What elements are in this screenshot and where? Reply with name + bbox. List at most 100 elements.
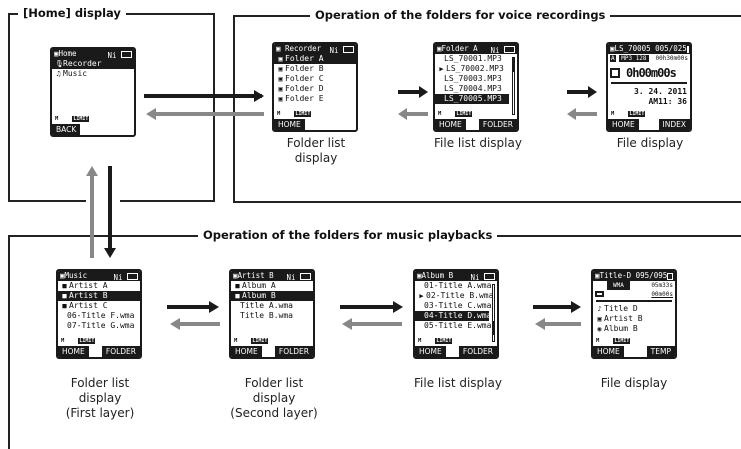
list-item[interactable]: ■Album B	[231, 291, 313, 301]
arrow-shaft	[340, 305, 395, 309]
list-item[interactable]: 06-Title F.wma	[67, 311, 135, 320]
voice-frame-left	[233, 15, 235, 203]
screen-title: LS_70005	[614, 44, 651, 53]
arrow-shaft	[90, 176, 94, 258]
list-item[interactable]: 05-Title E.wma	[424, 321, 492, 330]
track-album: ◉Album B	[597, 324, 638, 333]
list-item[interactable]: Title B.wma	[240, 311, 293, 320]
list-item[interactable]: LS_70001.MP3	[444, 54, 502, 63]
softkey-left[interactable]: HOME	[231, 346, 262, 357]
arrow-shaft	[144, 94, 262, 98]
arrow-shaft	[545, 322, 581, 326]
artist-icon: ▣	[597, 315, 602, 323]
list-item[interactable]: 01-Title A.wma	[424, 281, 492, 290]
home-frame-right	[213, 13, 215, 202]
scrollbar[interactable]	[512, 57, 515, 115]
caption-file-list: File list display	[434, 136, 522, 150]
recording-clock: AM11: 36	[648, 97, 687, 106]
list-item[interactable]: 03-Title C.wma	[424, 301, 492, 310]
list-item[interactable]: ▣Folder C	[278, 74, 324, 83]
list-item[interactable]: 04-Title D.wma	[415, 311, 489, 321]
screen-title: Music	[64, 271, 88, 280]
softkey-left[interactable]: BACK	[52, 124, 81, 135]
arrow-shaft	[108, 166, 112, 248]
list-item[interactable]: ▣Folder B	[278, 64, 324, 73]
softkey-right[interactable]: FOLDER	[101, 346, 140, 357]
folder-icon: ■	[62, 302, 67, 310]
arrow-left-icon	[146, 108, 156, 120]
battery-icon	[300, 273, 311, 280]
list-item[interactable]: ▶02-Title B.wma	[419, 291, 494, 300]
music-note-icon: ♫	[56, 70, 61, 78]
softkey-right[interactable]: TEMP	[646, 346, 675, 357]
mic-icon: 🎙	[55, 60, 64, 68]
progress-bar	[596, 300, 672, 302]
list-item[interactable]: 07-Title G.wma	[67, 321, 135, 330]
softkey-left[interactable]: HOME	[435, 119, 466, 130]
music-frame-left	[8, 235, 10, 449]
file-icon: ▣	[595, 271, 600, 280]
progress-bar	[611, 82, 687, 84]
recording-file-screen: ▣LS_70005 005/025 A MP3 128 00h30m00s 0h…	[606, 42, 692, 132]
home-section-label: [Home] display	[18, 6, 126, 20]
softkey-right[interactable]: FOLDER	[274, 346, 313, 357]
softkey-left[interactable]: HOME	[58, 346, 89, 357]
screen-title: Folder A	[441, 44, 478, 53]
list-item[interactable]: 🎙Recorder	[52, 59, 134, 69]
folder-icon: ▣	[233, 271, 238, 280]
list-item[interactable]: ■Artist A	[62, 281, 108, 290]
arrow-shaft	[180, 322, 220, 326]
music-note-icon: ♪	[597, 305, 602, 313]
list-item[interactable]: ■Album A	[235, 281, 276, 290]
file-icon: ▣	[610, 44, 615, 53]
file-length: 00h30m00s	[655, 55, 688, 62]
battery-icon	[484, 273, 495, 280]
arrow-shaft	[352, 322, 402, 326]
battery-icon	[127, 273, 138, 280]
battery-icon	[121, 51, 132, 58]
list-item[interactable]: ■Artist C	[62, 301, 108, 310]
softkey-right[interactable]: FOLDER	[458, 346, 497, 357]
arrow-right-icon	[209, 301, 219, 313]
list-item[interactable]: ▶LS_70002.MP3	[439, 64, 504, 73]
folder-icon: ▣	[278, 75, 283, 83]
list-item[interactable]: LS_70004.MP3	[444, 84, 502, 93]
list-item[interactable]: LS_70005.MP3	[435, 94, 509, 104]
softkey-right[interactable]: INDEX	[658, 119, 690, 130]
arrow-up-icon	[86, 166, 98, 176]
recorder-icon: ▣	[276, 44, 281, 53]
list-item[interactable]: LS_70003.MP3	[444, 74, 502, 83]
arrow-left-icon	[398, 108, 428, 120]
softkey-left[interactable]: HOME	[274, 119, 305, 130]
softkey-left[interactable]: HOME	[593, 346, 624, 357]
file-length: 05m33s	[651, 282, 673, 289]
track-artist: ▣Artist B	[597, 314, 643, 323]
list-item[interactable]: ■Artist B	[58, 291, 140, 301]
arrow-shaft	[533, 305, 573, 309]
folder-icon: ▣	[437, 44, 442, 53]
list-item[interactable]: ▣Folder D	[278, 84, 324, 93]
list-item[interactable]: ▣Folder E	[278, 94, 324, 103]
arrow-left-icon	[342, 318, 352, 330]
elapsed-time: 0h00m00s	[626, 65, 677, 80]
softkey-left[interactable]: HOME	[415, 346, 446, 357]
folder-badge: A	[610, 55, 616, 62]
file-count: 005/025	[655, 44, 687, 53]
scrollbar[interactable]	[492, 284, 495, 342]
softkey-right[interactable]: FOLDER	[478, 119, 517, 130]
arrow-right-icon	[567, 86, 597, 98]
folder-icon: ■	[235, 292, 240, 300]
softkey-left[interactable]: HOME	[608, 119, 639, 130]
list-item[interactable]: ▣Folder A	[274, 54, 356, 64]
list-item[interactable]: Title A.wma	[240, 301, 293, 310]
list-item[interactable]: ♫Music	[56, 69, 88, 78]
